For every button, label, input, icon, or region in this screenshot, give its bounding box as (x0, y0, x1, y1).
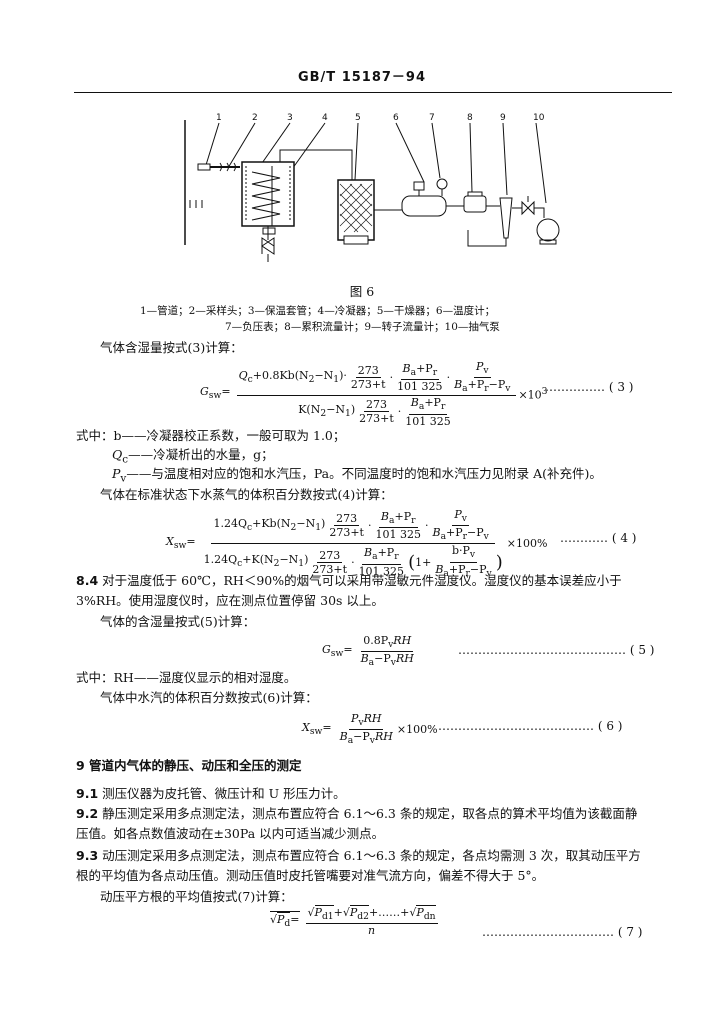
where-rh: 式中：RH——湿度仪显示的相对湿度。 (76, 670, 297, 685)
eq5-intro: 气体的含湿量按式(5)计算： (100, 614, 256, 629)
where-pv: Pv——与温度相对应的饱和水汽压，Pa。不同温度时的饱和水汽压力见附录 A(补充… (112, 466, 602, 485)
eq5-number: …………………………………… ( 5 ) (458, 643, 655, 657)
eq3-number: …………… ( 3 ) (545, 380, 634, 394)
label-7: 7 (429, 113, 435, 123)
eq4-intro: 气体在标准状态下水蒸气的体积百分数按式(4)计算： (100, 487, 393, 502)
figure-title: 图 6 (349, 284, 375, 299)
label-6: 6 (393, 113, 399, 123)
eq4-number: ………… ( 4 ) (560, 531, 637, 545)
where-qc: Qc——冷凝析出的水量，g； (112, 447, 274, 466)
para-9-1: 9.1 测压仪器为皮托管、微压计和 U 形压力计。 (76, 786, 346, 801)
section-9-title: 9 管道内气体的静压、动压和全压的测定 (76, 758, 302, 773)
eq3-intro: 气体含湿量按式(3)计算： (100, 340, 243, 355)
eq7-number: …………………………… ( 7 ) (482, 925, 643, 939)
para-8-4-line1: 8.4 对于温度低于 60℃，RH＜90%的烟气可以采用带湿敏元件湿度仪。湿度仪… (76, 573, 622, 588)
standard-header: GB/T 15187－94 (297, 70, 427, 85)
para-9-3-line2: 根的平均值为各点动压值。测动压值时皮托管嘴要对准气流方向，偏差不得大于 5°。 (76, 868, 545, 883)
eq7-intro: 动压平方根的平均值按式(7)计算： (100, 889, 293, 904)
label-10: 10 (533, 113, 545, 123)
equation-7: √Pd= √Pd1+√Pd2+……+√Pdn n (270, 905, 438, 938)
eq6-intro: 气体中水汽的体积百分数按式(6)计算： (100, 690, 318, 705)
equation-6: Xsw= PvRH Ba−PvRH ×100% (302, 712, 438, 747)
label-1: 1 (216, 113, 222, 123)
eq6-number: ………………………………… ( 6 ) (438, 719, 623, 733)
para-9-2-line1: 9.2 静压测定采用多点测定法，测点布置应符合 6.1～6.3 条的规定，取各点… (76, 806, 638, 821)
figure-caption-line1: 1—管道；2—采样头；3—保温套管；4—冷凝器；5—干燥器；6—温度计； (140, 305, 496, 317)
label-2: 2 (252, 113, 258, 123)
label-4: 4 (322, 113, 328, 123)
label-5: 5 (355, 113, 361, 123)
label-8: 8 (467, 113, 473, 123)
equation-5: Gsw= 0.8PvRH Ba−PvRH (322, 634, 414, 669)
header-rule (74, 92, 672, 93)
para-9-3-line1: 9.3 动压测定采用多点测定法，测点布置应符合 6.1～6.3 条的规定，各点均… (76, 848, 641, 863)
label-9: 9 (500, 113, 506, 123)
where-b: 式中：b——冷凝器校正系数，一般可取为 1.0； (76, 428, 346, 443)
para-9-2-line2: 压值。如各点数值波动在±30Pa 以内可适当减少测点。 (76, 826, 385, 841)
sampling-apparatus-diagram: 1 2 3 4 5 6 7 8 9 10 (184, 113, 560, 262)
para-8-4-line2: 3%RH。使用湿度仪时，应在测点位置停留 30s 以上。 (76, 593, 384, 608)
figure-caption-line2: 7—负压表；8—累积流量计；9—转子流量计；10—抽气泵 (225, 321, 500, 333)
label-3: 3 (287, 113, 293, 123)
